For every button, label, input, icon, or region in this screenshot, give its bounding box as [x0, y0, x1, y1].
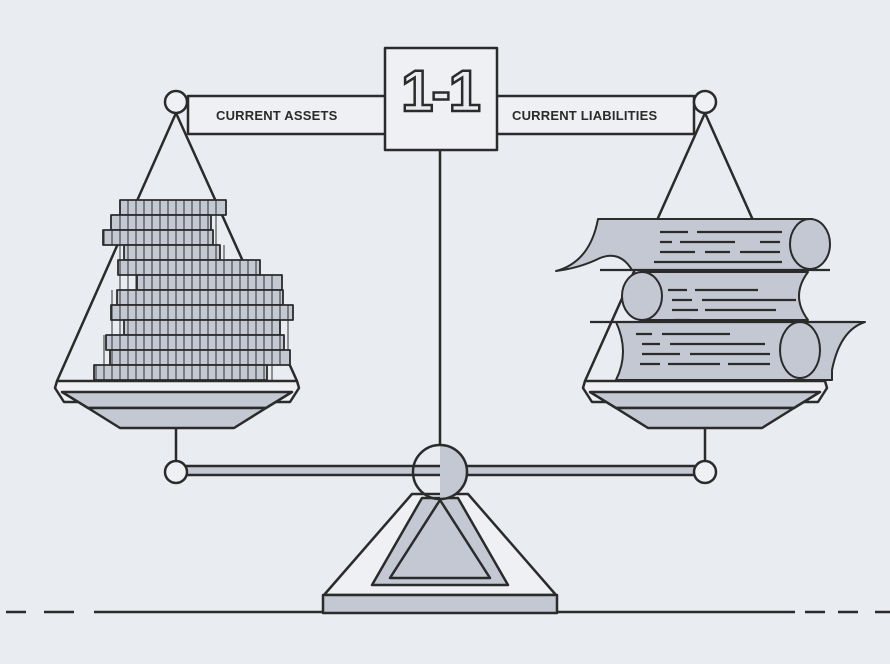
- ratio-label: 1-1: [400, 58, 482, 126]
- current-assets-label: CURRENT ASSETS: [216, 108, 338, 123]
- left-pan: [53, 379, 301, 462]
- scroll-documents: [555, 218, 866, 381]
- current-liabilities-label: CURRENT LIABILITIES: [512, 108, 658, 123]
- top-beam: [163, 46, 718, 445]
- coin-stack: [93, 199, 294, 381]
- scale-base: [321, 443, 559, 615]
- right-pan: [581, 379, 829, 462]
- pivot-circle: [411, 443, 469, 501]
